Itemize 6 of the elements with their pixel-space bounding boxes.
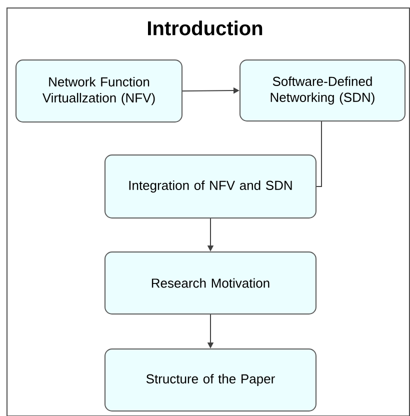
process-box: Research Motivation [104, 252, 316, 314]
process-box: Software-Defined Networking (SDN) [240, 60, 406, 122]
process-box: Network Function Virtuallzation (NFV) [16, 60, 182, 122]
process-box: Integration of NFV and SDN [104, 154, 316, 218]
process-box: Structure of the Paper [104, 348, 316, 412]
title: Introduction [148, 20, 262, 36]
